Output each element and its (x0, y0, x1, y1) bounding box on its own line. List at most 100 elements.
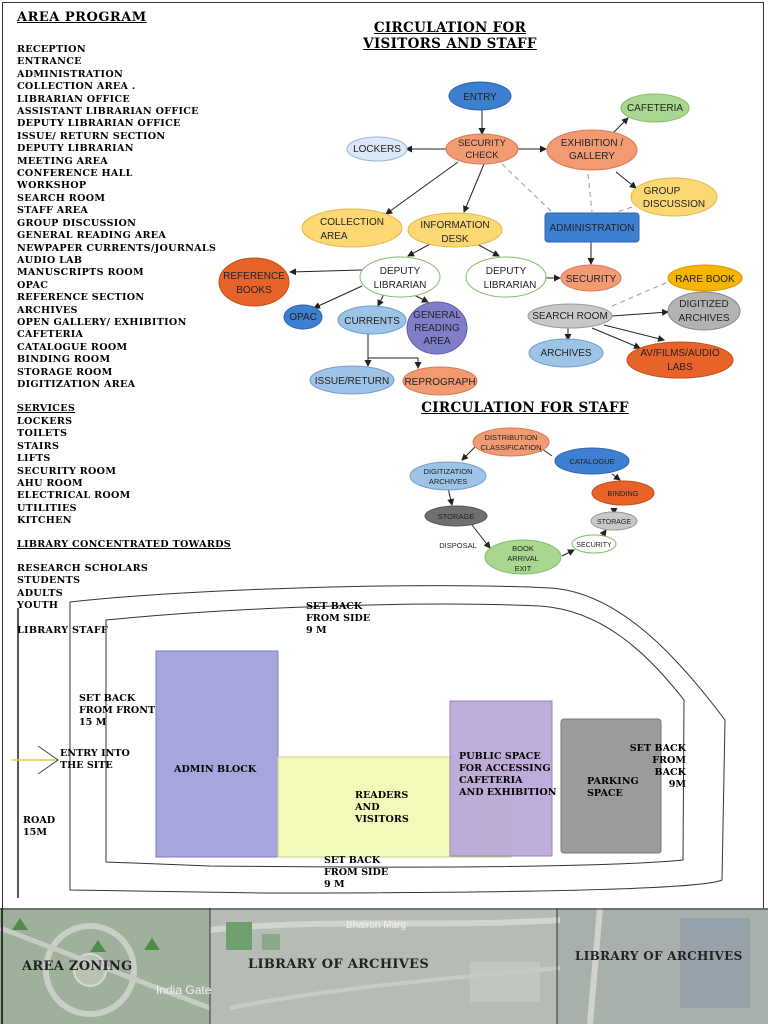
area-program-item: MEETING AREA (17, 155, 108, 167)
rare-book-label: RARE BOOK (675, 274, 735, 285)
disposal-label: DISPOSAL (439, 541, 477, 550)
archives-label: ARCHIVES (540, 348, 591, 359)
deputy-librarian-1-node (359, 256, 441, 298)
digitization-label-1: DIGITIZATION (423, 467, 472, 476)
concentration-item: YOUTH (17, 600, 59, 612)
group-discussion-node (630, 177, 718, 217)
area-program-item: GROUP DISCUSSION (17, 217, 137, 229)
search-room-label: SEARCH ROOM (532, 311, 608, 322)
administration-node (544, 212, 640, 243)
area-program-item: NEWPAPER CURRENTS/JOURNALS (17, 242, 217, 254)
area-program-item: CATALOGUE ROOM (17, 341, 128, 353)
entry-node (448, 81, 512, 111)
group-discussion-label-2: DISCUSSION (643, 199, 705, 210)
concentration-item: ADULTS (17, 587, 63, 599)
site-outer-boundary (69, 585, 726, 894)
lockers-node (346, 136, 408, 162)
services-item: UTILITIES (17, 502, 77, 514)
concentration-title: LIBRARY CONCENTRATED TOWARDS (17, 539, 231, 550)
admin-block-label: ADMIN BLOCK (174, 764, 257, 775)
services-item: TOILETS (17, 428, 68, 440)
exhibition-label-1: EXHIBITION / (561, 138, 623, 149)
security-check-label-2: CHECK (465, 150, 499, 161)
setback-side-bottom-label: SET BACK FROM SIDE 9 M (324, 855, 389, 890)
area-program-item: OPAC (17, 279, 49, 291)
deputy-librarian-1-label-2: LIBRARIAN (374, 280, 427, 291)
reference-books-label-2: BOOKS (236, 285, 272, 296)
area-program-item: SEARCH ROOM (17, 192, 106, 204)
security-check-node (445, 133, 519, 165)
setback-back-label: SET BACK FROM BACK 9M (629, 743, 686, 790)
storage-left-node (424, 505, 488, 527)
public-space-label: PUBLIC SPACE FOR ACCESSING CAFETERIA AND… (459, 751, 557, 798)
security-staff-node (571, 534, 617, 554)
staff-diagram-title: CIRCULATION FOR STAFF (421, 400, 629, 416)
area-program-item: LIBRARIAN OFFICE (17, 93, 130, 105)
storage-right-label: STORAGE (597, 519, 631, 526)
services-item: STAIRS (17, 440, 60, 452)
av-labs-label-2: LABS (667, 362, 693, 373)
parking-block (560, 718, 662, 854)
administration-label: ADMINISTRATION (550, 223, 635, 234)
visitor-connectors (289, 110, 669, 369)
deputy-librarian-1-label-1: DEPUTY (380, 266, 421, 277)
exhibition-node (546, 129, 638, 171)
catalogue-label: CATALOGUE (569, 457, 614, 466)
book-arrival-node (484, 539, 562, 575)
storage-right-node (590, 511, 638, 531)
storage-left-label: STORAGE (438, 512, 475, 521)
digitized-archives-label-1: DIGITIZED (679, 299, 728, 310)
readers-label: READERS AND VISITORS (355, 790, 409, 825)
reference-books-node (218, 257, 290, 307)
catalogue-node (554, 447, 630, 475)
area-program-item: DEPUTY LIBRARIAN (17, 143, 134, 155)
entry-site-label: ENTRY INTO THE SITE (60, 748, 130, 771)
area-program-item: WORKSHOP (17, 180, 87, 192)
site-inner-boundary (105, 603, 685, 868)
road-label: ROAD 15M (23, 815, 56, 838)
general-reading-label-2: READING (414, 323, 460, 334)
deputy-librarian-2-label-1: DEPUTY (486, 266, 527, 277)
area-program-item: RECEPTION (17, 44, 86, 55)
area-program-title: AREA PROGRAM (17, 10, 147, 25)
reprograph-node (402, 366, 478, 396)
area-program-item: GENERAL READING AREA (17, 230, 167, 242)
exhibition-label-2: GALLERY (569, 151, 615, 162)
cafeteria-node (620, 93, 690, 123)
general-reading-label-3: AREA (423, 336, 451, 347)
map-label-india-gate: India Gate (156, 983, 212, 997)
information-desk-node (407, 212, 503, 248)
visitor-nodes: ENTRY CAFETERIA LOCKERS SECURITY CHECK E… (218, 81, 743, 396)
reprograph-label: REPROGRAPH (404, 377, 475, 388)
archives-node (528, 338, 604, 368)
area-program-item: AUDIO LAB (17, 254, 83, 266)
group-discussion-label-1: GROUP (644, 186, 681, 197)
digitization-label-2: ARCHIVES (429, 477, 467, 486)
services-item: LOCKERS (17, 416, 73, 427)
av-labs-node (626, 341, 734, 379)
information-desk-label-1: INFORMATION (420, 220, 489, 231)
services-title: SERVICES (17, 403, 76, 414)
entry-arrow-icon (37, 745, 59, 775)
deputy-librarian-2-label-2: LIBRARIAN (484, 280, 537, 291)
area-program-item: OPEN GALLERY/ EXHIBITION (17, 316, 187, 328)
concentration-item: STUDENTS (17, 575, 81, 587)
collection-area-node (301, 208, 403, 248)
map-label-bhairon-marg: Bhairon Marg (346, 920, 406, 931)
binding-label: BINDING (607, 489, 638, 498)
center-title-label: LIBRARY OF ARCHIVES (248, 957, 430, 972)
area-program-item: ADMINISTRATION (17, 68, 124, 80)
lockers-label: LOCKERS (353, 144, 401, 155)
visitor-diagram-title: CIRCULATION FOR VISITORS AND STAFF (363, 20, 537, 52)
digitized-archives-label-2: ARCHIVES (678, 313, 729, 324)
area-zoning-label: AREA ZONING (22, 959, 133, 974)
satellite-map-background: India Gate Bhairon Marg (0, 908, 768, 1024)
binding-node (591, 480, 655, 506)
concentration-item: LIBRARY STAFF (17, 625, 109, 637)
book-arrival-label-2: ARRIVAL (507, 554, 539, 563)
digitization-node (409, 461, 487, 491)
av-labs-label-1: AV/FILMS/AUDIO (640, 348, 719, 359)
